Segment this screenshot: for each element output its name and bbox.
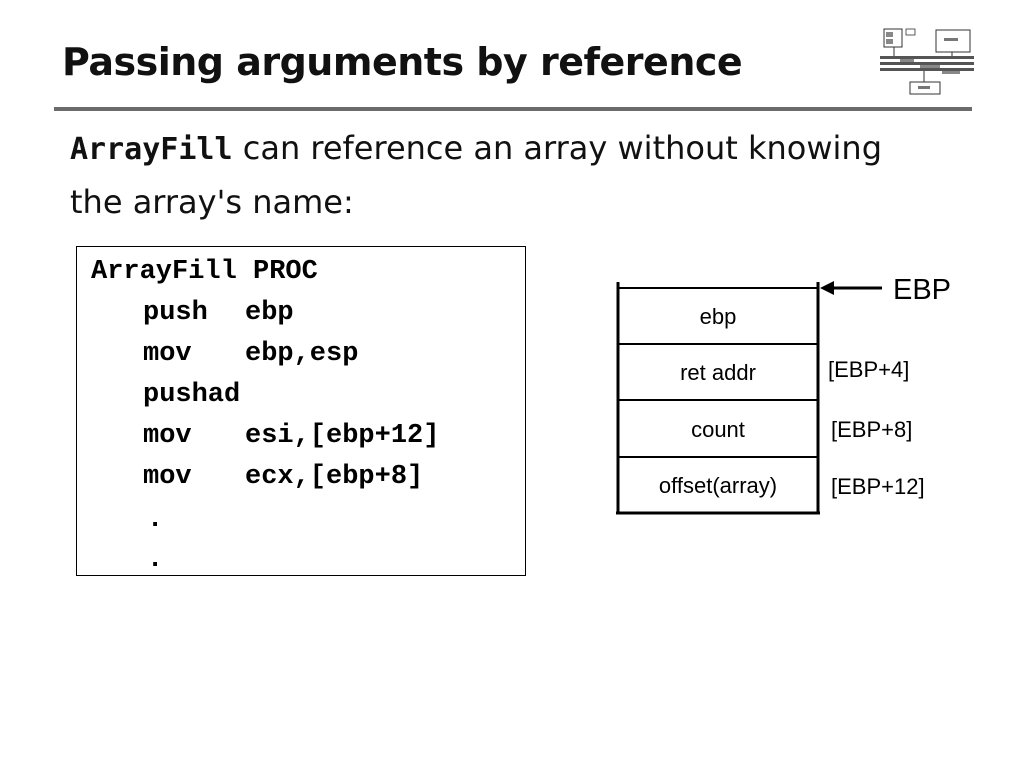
code-line: mov esi,[ebp+12] [143,421,439,451]
stack-cell-ebp: ebp [699,304,737,329]
stack-cell-count: count [691,417,745,442]
slide-title: Passing arguments by reference [62,40,743,84]
ebp-pointer-label: EBP [893,274,952,306]
intro-text: can reference an array without knowing t… [70,129,883,221]
code-line-proc: ArrayFill PROC [91,257,318,287]
code-op: pushad [143,380,241,410]
code-op: mov [143,462,192,492]
computer-architecture-diagram-icon [880,28,974,95]
code-op: mov [143,339,192,369]
stack-cell-ret-addr: ret addr [680,360,756,385]
code-line-ellipsis: . [147,505,164,535]
code-op: push [143,298,208,328]
code-line-ellipsis: . [147,545,164,575]
code-arg: ecx,[ebp+8] [245,462,424,492]
code-op: mov [143,421,192,451]
code-line: mov ecx,[ebp+8] [143,462,423,492]
code-listing: ArrayFill PROC push ebp mov ebp,esp pushad… [76,246,526,576]
offset-label-ebp-12: [EBP+12] [831,474,925,499]
offset-label-ebp-8: [EBP+8] [831,417,913,442]
intro-code-word: ArrayFill [70,132,233,167]
code-line: mov ebp,esp [143,339,358,369]
code-arg: esi,[ebp+12] [245,421,440,451]
code-line: pushad [143,380,240,410]
code-arg: ebp [245,298,294,328]
offset-label-ebp-4: [EBP+4] [828,357,910,382]
title-divider [54,107,972,111]
intro-paragraph: ArrayFill can reference an array without… [70,122,930,228]
code-line: push ebp [143,298,294,328]
stack-cell-offset-array: offset(array) [658,473,778,498]
code-arg: ebp,esp [245,339,359,369]
ebp-arrow-head [820,281,834,295]
